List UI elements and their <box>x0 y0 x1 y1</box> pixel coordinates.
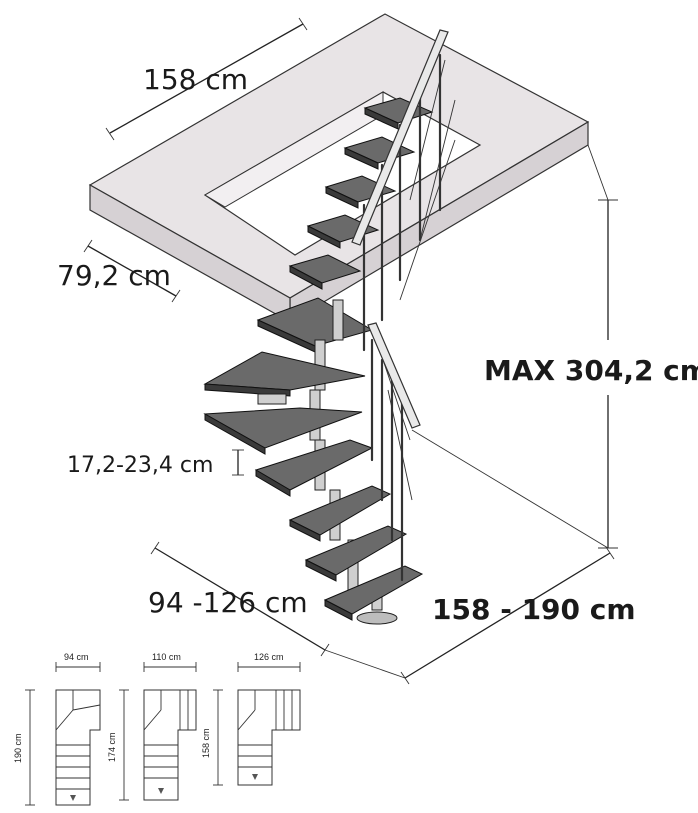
floor-plans: 94 cm 190 cm 110 cm 174 cm <box>13 652 301 806</box>
plan-94: 94 cm 190 cm <box>13 652 101 806</box>
plan-1-width: 94 cm <box>64 652 89 662</box>
plan-2-length: 174 cm <box>107 732 117 762</box>
plan-126: 126 cm 158 cm <box>201 652 301 786</box>
winder-treads <box>203 351 374 497</box>
plan-110: 110 cm 174 cm <box>107 652 197 801</box>
dimension-lines <box>83 17 618 685</box>
plan-3-width: 126 cm <box>254 652 284 662</box>
plan-3-length: 158 cm <box>201 728 211 758</box>
lower-length-label: 158 - 190 cm <box>432 593 636 626</box>
max-height-label: MAX 304,2 cm <box>484 354 698 387</box>
plan-1-length: 190 cm <box>13 733 23 763</box>
floor-slab <box>88 13 590 324</box>
top-width-label: 158 cm <box>143 63 248 96</box>
lower-width-label: 94 -126 cm <box>148 586 308 619</box>
lower-treads <box>288 485 424 621</box>
plan-2-width: 110 cm <box>152 652 181 662</box>
balustrade <box>351 29 456 582</box>
rise-label: 17,2-23,4 cm <box>67 453 213 478</box>
slab-depth-label: 79,2 cm <box>57 259 171 292</box>
